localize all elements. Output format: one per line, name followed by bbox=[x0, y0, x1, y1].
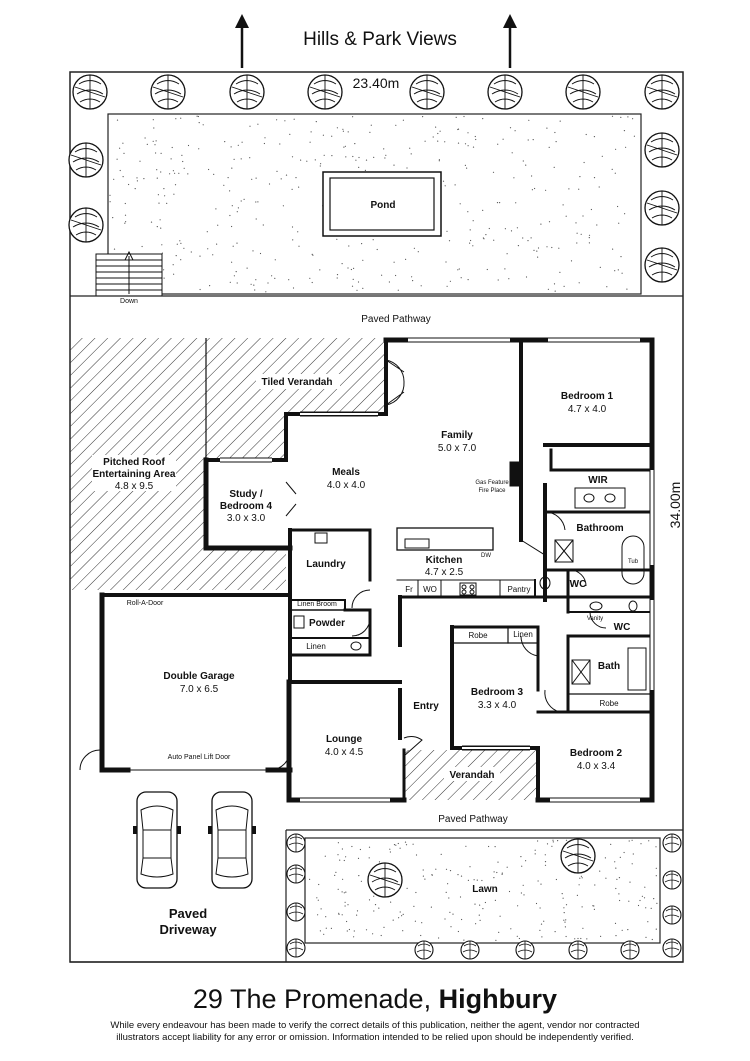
depth-dimension: 34.00m bbox=[667, 482, 683, 529]
study-label-2: Bedroom 4 bbox=[220, 501, 273, 512]
bed3-size: 3.3 x 4.0 bbox=[478, 700, 517, 711]
car-icons bbox=[132, 791, 257, 889]
windows bbox=[220, 337, 655, 803]
north-arrow-right-icon bbox=[503, 14, 517, 68]
linen-broom-label: Linen Broom bbox=[297, 601, 337, 608]
north-arrow-left-icon bbox=[235, 14, 249, 68]
family-label: Family bbox=[441, 430, 473, 441]
roll-door-label: Roll-A-Door bbox=[127, 600, 164, 607]
robe1-label: Robe bbox=[468, 631, 488, 640]
kitchen-size: 4.7 x 2.5 bbox=[425, 567, 464, 578]
verandah-label: Verandah bbox=[449, 770, 494, 781]
family-size: 5.0 x 7.0 bbox=[438, 443, 477, 454]
wc2-label: WC bbox=[614, 622, 631, 633]
meals-label: Meals bbox=[332, 467, 360, 478]
bed2-size: 4.0 x 3.4 bbox=[577, 761, 616, 772]
address: 29 The Promenade, Highbury bbox=[0, 982, 750, 1016]
powder-label: Powder bbox=[309, 618, 345, 629]
vanity-label: Vanity bbox=[587, 616, 603, 622]
laundry-label: Laundry bbox=[306, 559, 346, 570]
study-size: 3.0 x 3.0 bbox=[227, 513, 266, 524]
street-address: 29 The Promenade, bbox=[192, 984, 439, 1014]
garage-size: 7.0 x 6.5 bbox=[180, 684, 219, 695]
pantry-label: Pantry bbox=[507, 585, 530, 594]
bed1-label: Bedroom 1 bbox=[561, 391, 614, 402]
driveway-label-2: Driveway bbox=[159, 922, 217, 937]
linen1-label: Linen bbox=[306, 642, 326, 651]
lounge-size: 4.0 x 4.5 bbox=[325, 747, 364, 758]
doors bbox=[79, 359, 607, 771]
entertaining-size: 4.8 x 9.5 bbox=[115, 481, 154, 492]
entertaining-area bbox=[70, 338, 386, 590]
fixtures bbox=[293, 461, 647, 691]
suburb: Highbury bbox=[438, 984, 558, 1014]
fireplace-label-2: Fire Place bbox=[478, 488, 506, 494]
disclaimer-line-2: illustrators accept liability for any er… bbox=[116, 1032, 634, 1043]
width-dimension: 23.40m bbox=[353, 75, 400, 91]
entertaining-label-1: Pitched Roof bbox=[103, 457, 165, 468]
view-label: Hills & Park Views bbox=[303, 29, 457, 50]
kitchen-label: Kitchen bbox=[426, 555, 463, 566]
study-label-1: Study / bbox=[229, 489, 263, 500]
bath-label: Bath bbox=[598, 661, 620, 672]
room-labels: Tiled Verandah Pitched Roof Entertaining… bbox=[92, 374, 639, 781]
bed3-label: Bedroom 3 bbox=[471, 687, 524, 698]
rear-path-label: Paved Pathway bbox=[361, 314, 431, 325]
stairs bbox=[95, 250, 163, 297]
lawn-texture bbox=[309, 839, 658, 942]
dw-label: DW bbox=[481, 553, 491, 559]
disclaimer-line-1: While every endeavour has been made to v… bbox=[110, 1020, 640, 1031]
front-path-label: Paved Pathway bbox=[438, 814, 508, 825]
garage-label: Double Garage bbox=[163, 671, 235, 682]
entertaining-label-2: Entertaining Area bbox=[93, 469, 176, 480]
lounge-label: Lounge bbox=[326, 734, 363, 745]
fridge-label: Fr bbox=[405, 585, 413, 594]
linen2-label: Linen bbox=[513, 630, 533, 639]
stairs-label: Down bbox=[120, 298, 138, 305]
title-block: 29 The Promenade, Highbury While every e… bbox=[0, 982, 750, 1044]
wall-oven-label: WO bbox=[423, 585, 437, 594]
meals-size: 4.0 x 4.0 bbox=[327, 480, 366, 491]
wc1-label: WC bbox=[570, 579, 587, 590]
fireplace-label-1: Gas Feature bbox=[475, 480, 509, 486]
wir-label: WIR bbox=[588, 475, 608, 486]
pond-label: Pond bbox=[371, 200, 396, 211]
driveway-label-1: Paved bbox=[169, 906, 207, 921]
disclaimer: While every endeavour has been made to v… bbox=[0, 1020, 750, 1044]
tiled-verandah-label: Tiled Verandah bbox=[262, 377, 333, 388]
tub-label: Tub bbox=[628, 559, 639, 565]
lawn bbox=[304, 837, 661, 944]
bed1-size: 4.7 x 4.0 bbox=[568, 404, 607, 415]
bed2-label: Bedroom 2 bbox=[570, 748, 623, 759]
lawn-label: Lawn bbox=[472, 884, 498, 895]
robe2-label: Robe bbox=[599, 699, 619, 708]
auto-door-label: Auto Panel Lift Door bbox=[168, 754, 231, 761]
bathroom-label: Bathroom bbox=[576, 523, 623, 534]
entry-label: Entry bbox=[413, 701, 439, 712]
